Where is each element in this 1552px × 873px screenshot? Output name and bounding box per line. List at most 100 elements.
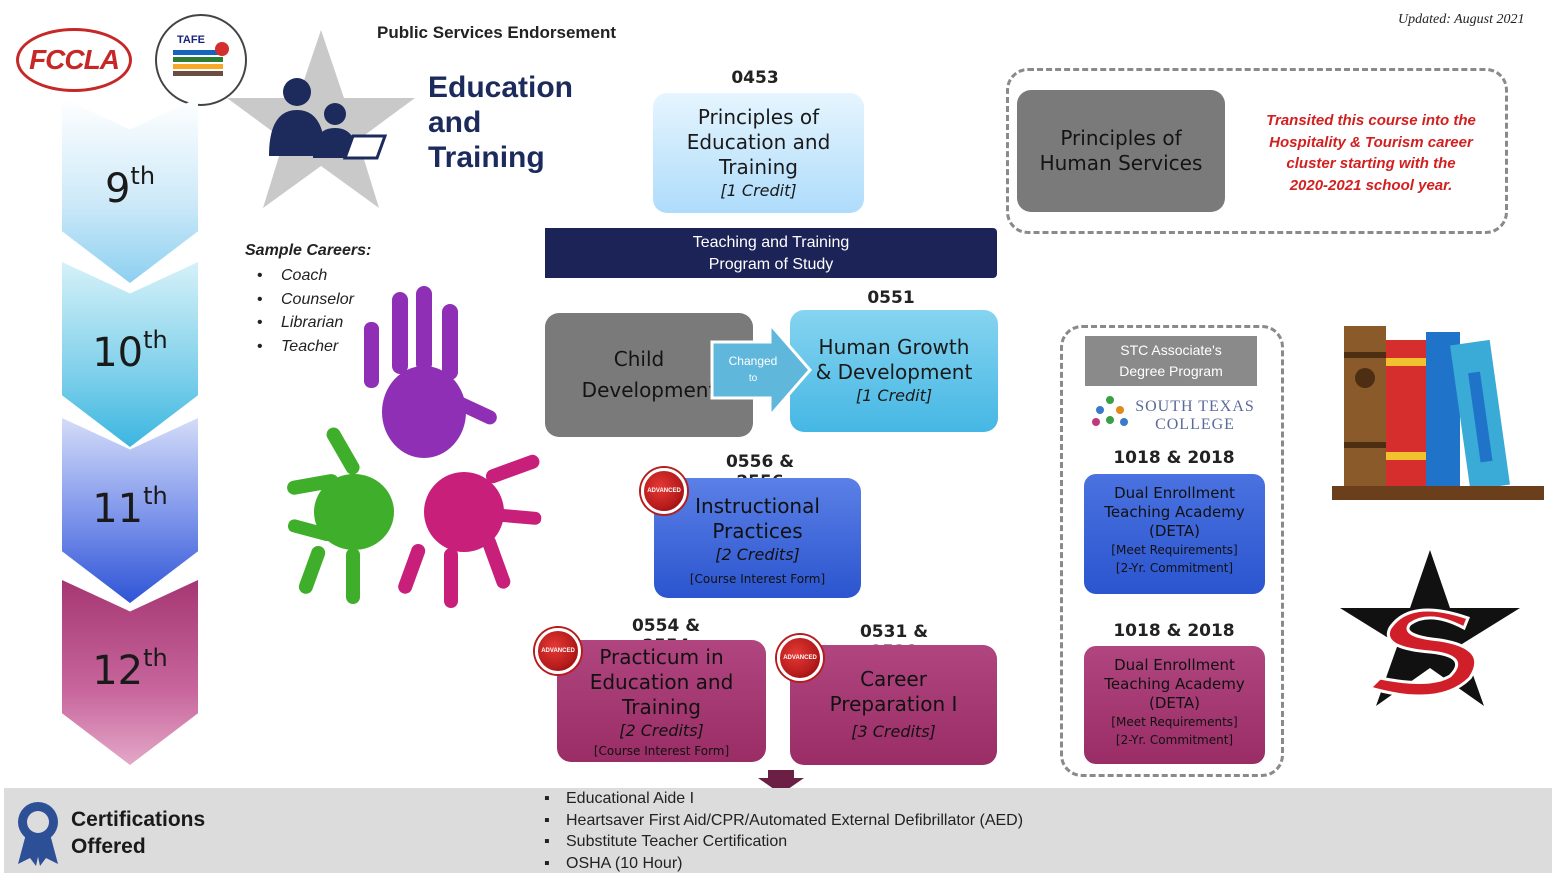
program-of-study-banner: Teaching and Training Program of Study bbox=[545, 228, 997, 278]
course-title-line: & Development bbox=[815, 360, 973, 384]
dual-requirements: [Meet Requirements] bbox=[1111, 715, 1238, 729]
note-line: 2020-2021 school year. bbox=[1289, 176, 1453, 194]
books-shelf-icon bbox=[1332, 326, 1544, 500]
course-instructional-practices[interactable]: Instructional Practices [2 Credits] [Cou… bbox=[654, 478, 861, 598]
note-line: cluster starting with the bbox=[1286, 155, 1456, 172]
certification-item: OSHA (10 Hour) bbox=[544, 853, 1023, 873]
grade-number: 11 bbox=[92, 486, 144, 532]
dual-code-1: 1018 & 2018 bbox=[1113, 448, 1235, 468]
stc-people-logo-icon bbox=[1092, 396, 1128, 426]
page-title: Public Services Endorsement bbox=[377, 23, 617, 42]
certifications-label: Certifications Offered bbox=[71, 806, 205, 860]
program-banner-line: Teaching and Training bbox=[692, 234, 850, 251]
course-code-0453: 0453 bbox=[731, 68, 779, 88]
apple-icon bbox=[215, 42, 229, 56]
career-item: Counselor bbox=[257, 288, 354, 312]
down-arrow-icon bbox=[758, 770, 804, 794]
grade-suffix: th bbox=[130, 162, 156, 190]
grade-label-11: 11th bbox=[62, 482, 198, 532]
course-human-growth-development[interactable]: Human Growth & Development [1 Credit] bbox=[790, 310, 998, 432]
course-title-line: Principles of bbox=[697, 104, 820, 129]
dual-title-line: Dual Enrollment bbox=[1114, 484, 1235, 502]
dual-requirements: [Meet Requirements] bbox=[1111, 543, 1238, 557]
fccla-logo-text: FCCLA bbox=[29, 44, 120, 75]
course-credit: [1 Credit] bbox=[855, 386, 933, 405]
updated-date: Updated: August 2021 bbox=[1398, 12, 1525, 27]
cluster-title-line: and bbox=[428, 106, 482, 139]
dual-enrollment-deta-blue[interactable]: Dual Enrollment Teaching Academy (DETA) … bbox=[1084, 474, 1265, 594]
course-title-line: Human Growth bbox=[818, 335, 970, 359]
course-practicum[interactable]: Practicum in Education and Training [2 C… bbox=[557, 640, 766, 762]
certification-item: Educational Aide I bbox=[544, 788, 1023, 810]
course-title-line: Principles of bbox=[1060, 126, 1182, 150]
course-title-line: Career bbox=[860, 667, 927, 691]
note-line: Hospitality & Tourism career bbox=[1269, 133, 1473, 151]
course-career-preparation[interactable]: Career Preparation I [3 Credits] bbox=[790, 645, 997, 765]
grade-suffix: th bbox=[143, 326, 168, 354]
grade-label-9: 9th bbox=[62, 162, 198, 212]
dual-title-line: (DETA) bbox=[1149, 694, 1200, 712]
advanced-badge-icon: ADVANCED bbox=[641, 468, 687, 514]
cert-label-line: Offered bbox=[71, 835, 146, 858]
course-credit: [2 Credits] bbox=[619, 720, 704, 740]
course-title-line: Development bbox=[581, 378, 717, 402]
dual-title-line: Dual Enrollment bbox=[1114, 656, 1235, 674]
teacher-student-icon bbox=[269, 78, 388, 160]
course-credit: [1 Credit] bbox=[720, 180, 797, 200]
course-title-line: Training bbox=[719, 154, 798, 179]
college-name-line: SOUTH TEXAS bbox=[1135, 398, 1255, 415]
transition-note: Transited this course into the Hospitali… bbox=[1243, 110, 1499, 196]
career-item: Librarian bbox=[257, 311, 354, 335]
grade-suffix: th bbox=[143, 644, 168, 672]
grade-number: 12 bbox=[92, 648, 144, 694]
dual-commitment: [2-Yr. Commitment] bbox=[1115, 561, 1234, 575]
ribbon-award-icon bbox=[18, 802, 58, 866]
dual-title-line: Teaching Academy bbox=[1104, 675, 1245, 693]
advanced-badge-icon: ADVANCED bbox=[777, 635, 823, 681]
stc-banner-line: Degree Program bbox=[1119, 363, 1223, 379]
course-credit: [2 Credits] bbox=[715, 545, 800, 564]
course-credit: [3 Credits] bbox=[851, 722, 936, 741]
stc-banner: STC Associate's Degree Program bbox=[1085, 336, 1257, 386]
course-title-line: Human Services bbox=[1039, 151, 1203, 175]
course-title-line: Training bbox=[622, 694, 701, 719]
purple-hand-icon bbox=[364, 286, 497, 458]
books-icon bbox=[173, 50, 223, 76]
tafe-logo-text: TAFE bbox=[177, 34, 205, 46]
course-title-line: Education and bbox=[589, 669, 734, 694]
course-interest-form-link[interactable]: [Course Interest Form] bbox=[689, 572, 826, 586]
dual-commitment: [2-Yr. Commitment] bbox=[1115, 733, 1234, 747]
dual-code-2: 1018 & 2018 bbox=[1113, 621, 1235, 641]
changed-to-arrow-icon bbox=[710, 322, 812, 418]
careers-list: Coach Counselor Librarian Teacher bbox=[257, 264, 354, 358]
grade-number: 9 bbox=[104, 166, 131, 212]
star-s-logo-icon bbox=[1340, 550, 1520, 706]
cluster-title-line: Education bbox=[428, 71, 574, 104]
changed-to-label: Changed to bbox=[712, 352, 794, 388]
arrow-label-line: Changed bbox=[728, 354, 778, 368]
south-texas-college-logo: SOUTH TEXAS COLLEGE bbox=[1130, 398, 1260, 434]
course-title-line: Instructional bbox=[695, 494, 820, 518]
program-banner-line: Program of Study bbox=[708, 256, 834, 273]
arrow-label-line: to bbox=[748, 373, 758, 384]
course-principles-of-human-services[interactable]: Principles of Human Services bbox=[1017, 90, 1225, 212]
course-title-line: Practices bbox=[712, 519, 803, 543]
course-principles-of-education[interactable]: Principles of Education and Training [1 … bbox=[653, 93, 864, 213]
certifications-list: Educational Aide I Heartsaver First Aid/… bbox=[544, 788, 1023, 873]
green-hand-icon bbox=[287, 427, 394, 604]
stc-banner-line: STC Associate's bbox=[1120, 342, 1222, 358]
cert-label-line: Certifications bbox=[71, 808, 206, 831]
certification-item: Heartsaver First Aid/CPR/Automated Exter… bbox=[544, 810, 1023, 832]
grade-suffix: th bbox=[143, 482, 168, 510]
dual-enrollment-deta-magenta[interactable]: Dual Enrollment Teaching Academy (DETA) … bbox=[1084, 646, 1265, 764]
course-title-line: Preparation I bbox=[829, 692, 958, 716]
course-title-line: Practicum in bbox=[599, 644, 724, 669]
cluster-title-line: Training bbox=[428, 141, 545, 174]
grade-label-12: 12th bbox=[62, 644, 198, 694]
college-name-line: COLLEGE bbox=[1155, 416, 1235, 433]
education-star-icon bbox=[227, 30, 415, 208]
dual-title-line: (DETA) bbox=[1149, 522, 1200, 540]
certification-item: Substitute Teacher Certification bbox=[544, 831, 1023, 853]
course-interest-form-link[interactable]: [Course Interest Form] bbox=[593, 743, 730, 758]
advanced-badge-icon: ADVANCED bbox=[535, 628, 581, 674]
